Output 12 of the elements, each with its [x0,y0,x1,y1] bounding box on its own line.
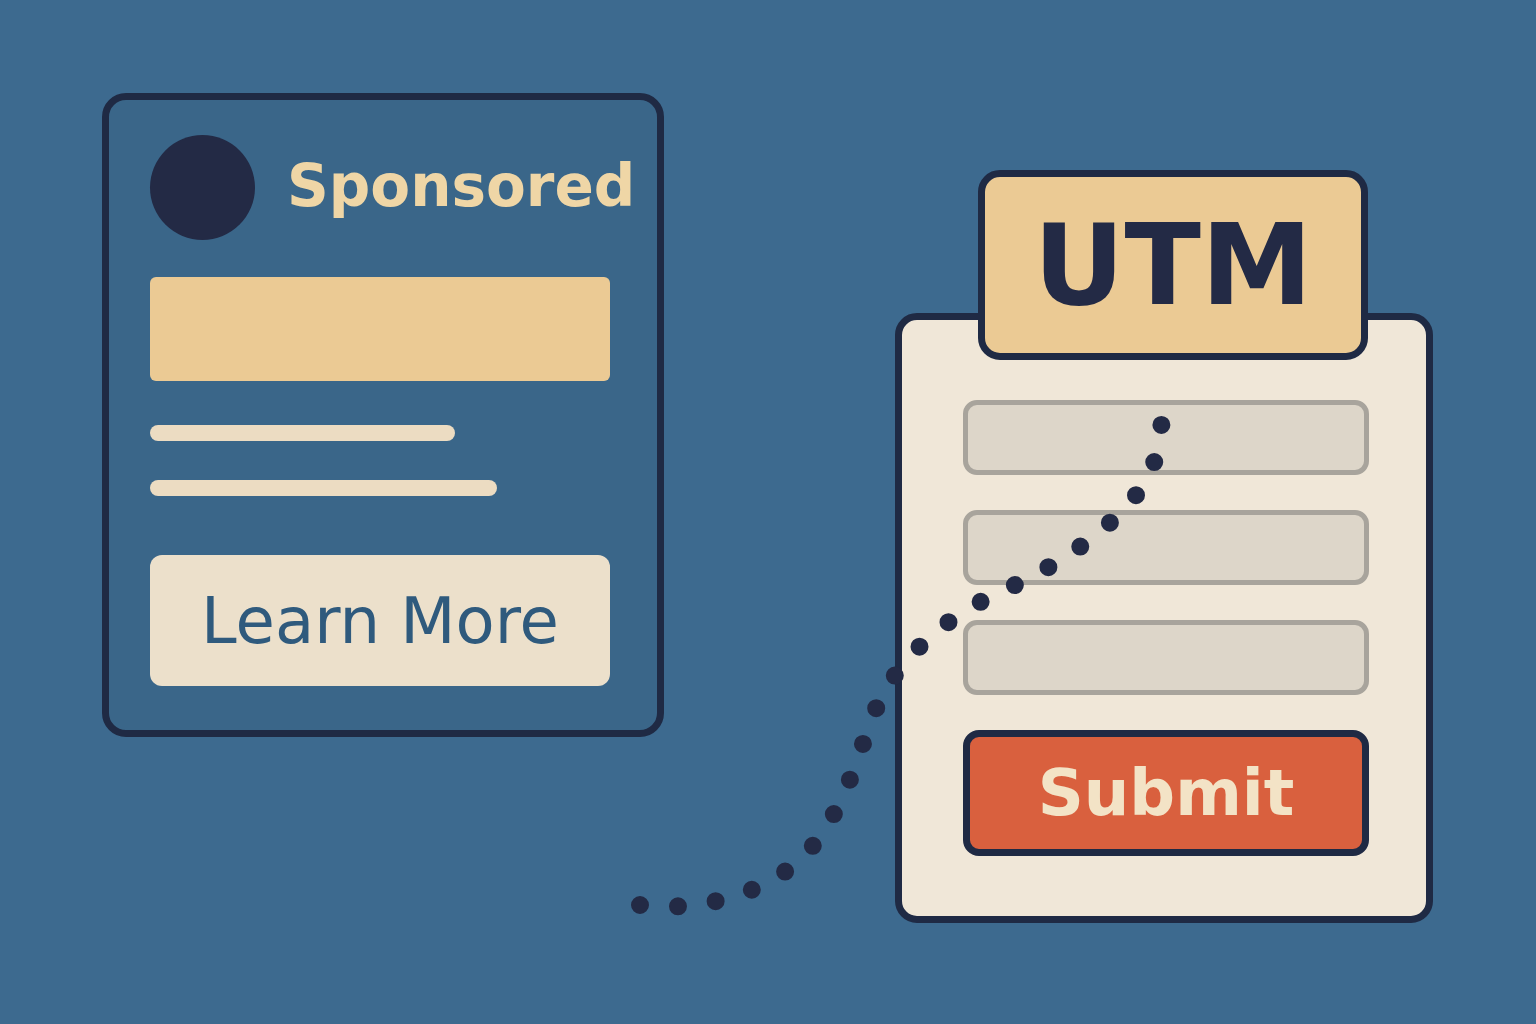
ad-card [102,93,664,737]
text-line [150,480,497,496]
utm-tag: UTM [978,170,1368,360]
headline-bar [150,277,610,381]
input-field [963,620,1369,695]
form-card [895,313,1433,923]
sponsored-label: Sponsored [287,152,636,220]
input-field [963,510,1369,585]
submit-button: Submit [963,730,1369,856]
learn-more-button: Learn More [150,555,610,686]
input-field [963,400,1369,475]
text-line [150,425,455,441]
